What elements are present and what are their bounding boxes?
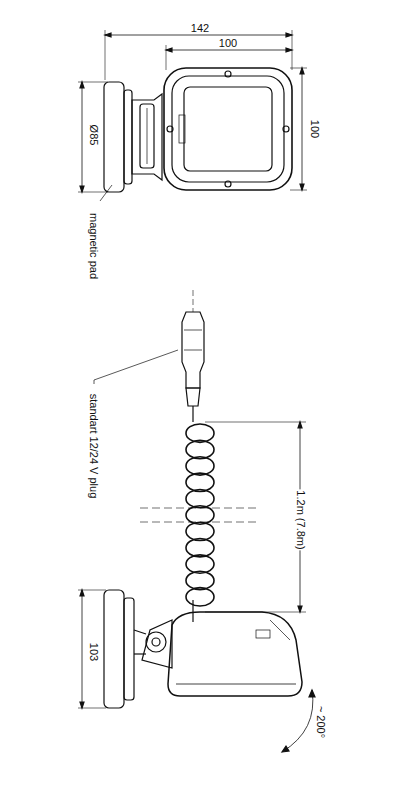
dimension-label: 1.2m (7.8m)	[295, 489, 306, 550]
callout-label: standart 12/24 V plug	[88, 393, 99, 500]
dimension-label: ~ 200°	[315, 705, 326, 739]
dimension-label: 103	[88, 642, 99, 662]
callout-label: magnetic pad	[88, 212, 99, 280]
dimension-label: Ø85	[88, 124, 99, 147]
dimension-label: 142	[190, 23, 210, 34]
dimension-label: 100	[218, 38, 238, 49]
side-view	[78, 290, 315, 752]
top-view	[78, 30, 307, 201]
dimension-label: 100	[309, 119, 320, 139]
